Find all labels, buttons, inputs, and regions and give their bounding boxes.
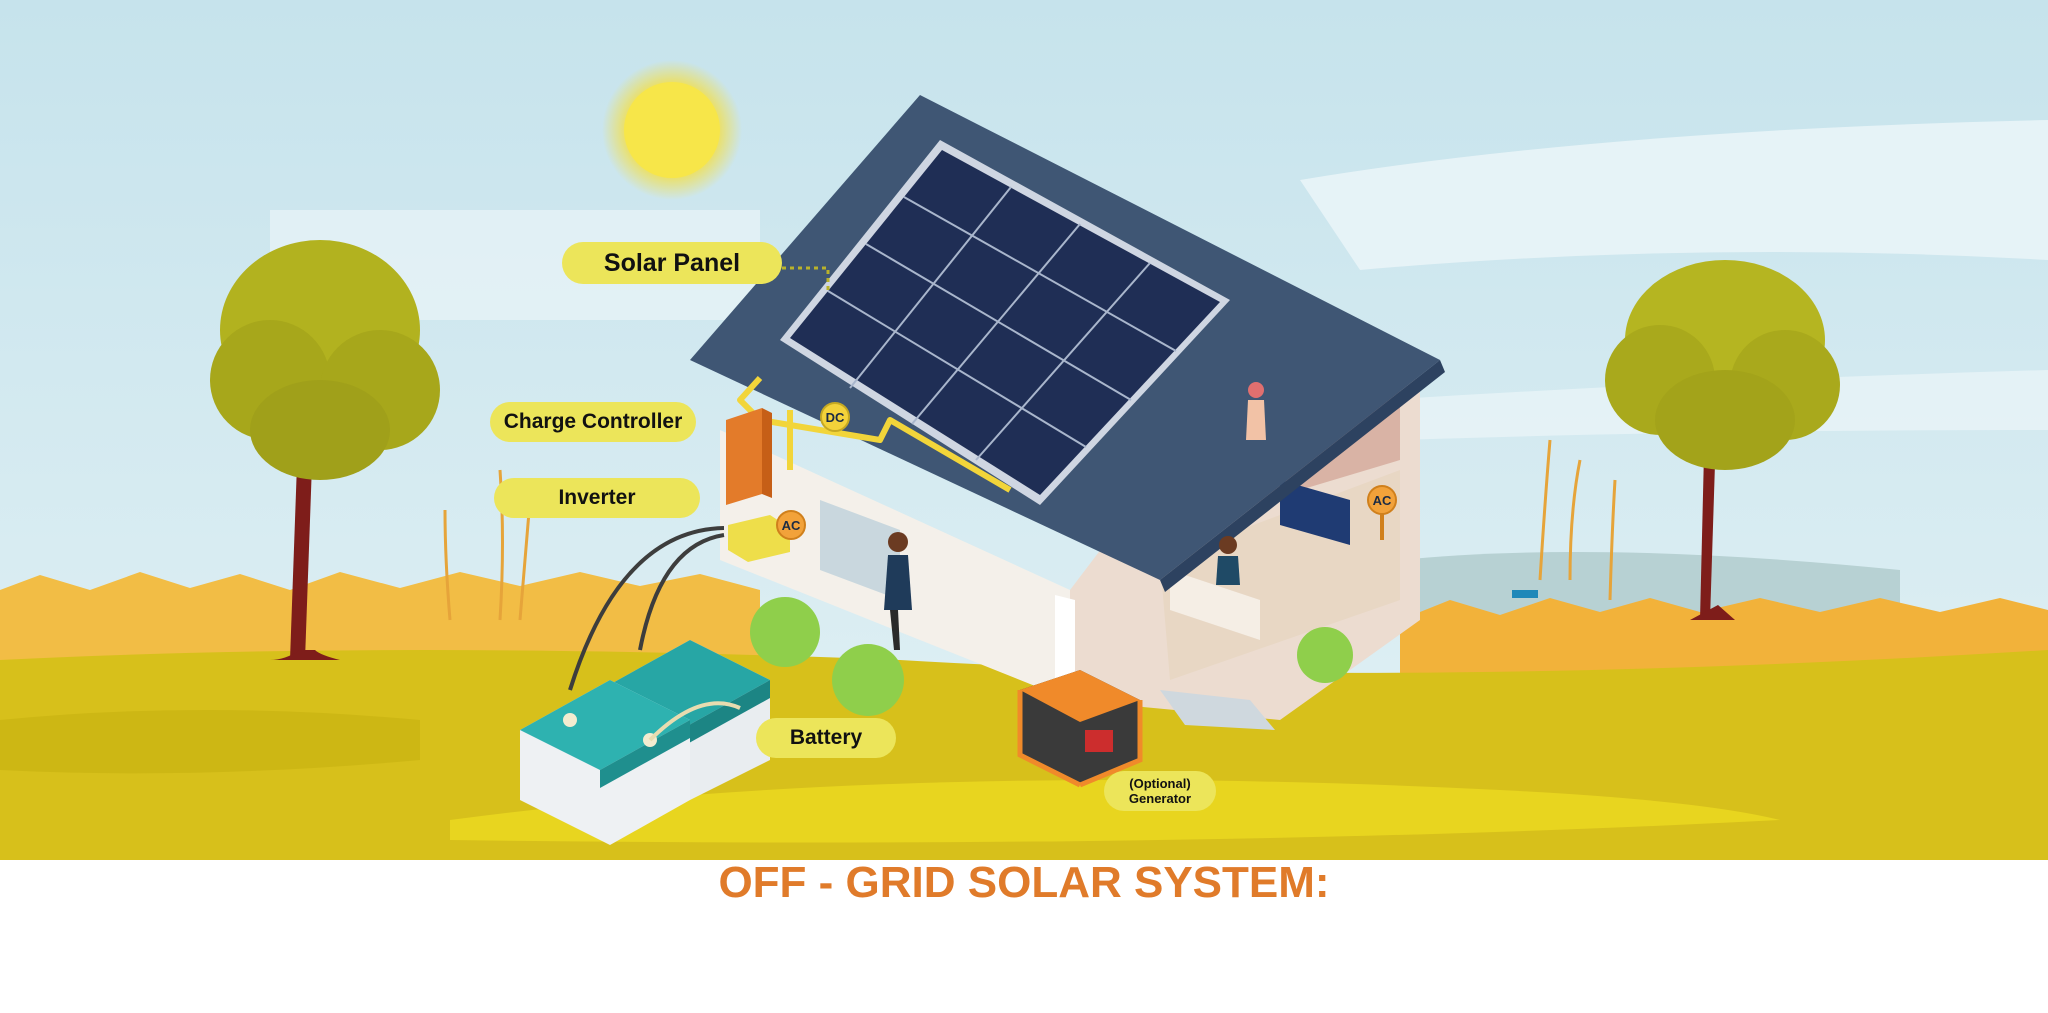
charge-controller-unit xyxy=(726,408,762,505)
battery-cable-2 xyxy=(638,533,725,651)
scene-illustration: DC AC AC xyxy=(0,0,2048,860)
person-sofa xyxy=(1216,536,1240,585)
tree-left xyxy=(210,240,440,660)
ground-highlight xyxy=(450,780,1780,843)
ground-shadow xyxy=(0,710,420,774)
generator-label-line1: (Optional) xyxy=(1129,776,1191,791)
charge-controller-label: Charge Controller xyxy=(490,402,696,442)
page-title: OFF - GRID SOLAR SYSTEM: xyxy=(718,858,1330,907)
inverter-unit xyxy=(728,515,790,562)
bush-1 xyxy=(750,597,820,667)
tv xyxy=(1280,480,1350,545)
dc-badge: DC xyxy=(820,402,850,432)
battery-cable-1 xyxy=(568,526,725,691)
generator-label: (Optional) Generator xyxy=(1104,771,1216,811)
blue-marker xyxy=(1512,590,1538,598)
generator-unit xyxy=(1017,670,1143,788)
bush-2 xyxy=(832,644,904,716)
ac-badge-left: AC xyxy=(776,510,806,540)
svg-text:DC: DC xyxy=(826,410,845,425)
solar-panel-array xyxy=(780,140,1230,505)
solar-panel-label: Solar Panel xyxy=(562,242,782,284)
generator-label-line2: Generator xyxy=(1128,791,1192,806)
inverter-label: Inverter xyxy=(494,478,700,518)
battery-label: Battery xyxy=(756,718,896,758)
battery-unit-1 xyxy=(520,680,690,845)
bush-3 xyxy=(1297,627,1353,683)
person-upstairs xyxy=(1246,382,1266,440)
tree-right xyxy=(1605,260,1840,620)
wheat-right xyxy=(1538,439,1617,601)
steps xyxy=(1160,690,1275,730)
house xyxy=(690,95,1445,730)
sun-core xyxy=(624,82,720,178)
ac-badge-right: AC xyxy=(1367,485,1397,515)
front-window xyxy=(820,500,900,600)
cloud-band-right xyxy=(1300,120,2048,270)
person-kitchen xyxy=(884,532,912,650)
svg-text:AC: AC xyxy=(1373,493,1392,508)
sofa xyxy=(1170,570,1260,640)
wiring xyxy=(737,375,1012,493)
svg-text:AC: AC xyxy=(782,518,801,533)
roof-edge xyxy=(1160,360,1445,592)
